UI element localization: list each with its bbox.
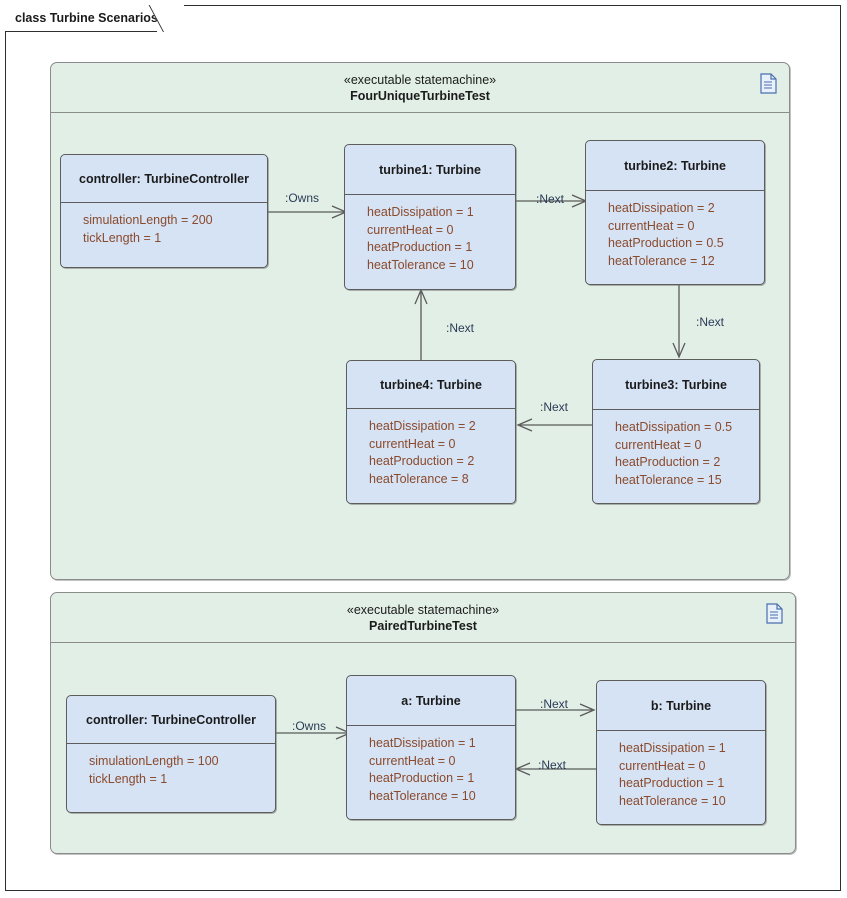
attribute-row: currentHeat = 0 (619, 758, 706, 773)
connector-next-turbineB-turbineA (514, 762, 598, 776)
object-attributes-turbine1: heatDissipation = 1 currentHeat = 0 heat… (345, 195, 515, 274)
package-stereotype: «executable statemachine» (346, 602, 500, 617)
connector-next-turbine3-turbine4 (516, 418, 594, 432)
object-name-turbine1: turbine1: Turbine (345, 145, 515, 195)
object-attributes-controller-1: simulationLength = 200 tickLength = 1 (61, 203, 267, 247)
attribute-row: heatTolerance = 12 (608, 253, 715, 268)
edge-label-next-3: :Next (540, 400, 569, 414)
attribute-row: currentHeat = 0 (369, 753, 456, 768)
frame-label-tab: class Turbine Scenarios (5, 5, 184, 31)
edge-label-owns-2: :Owns (292, 719, 327, 733)
connector-next-turbineA-turbineB (516, 703, 596, 717)
attribute-row: currentHeat = 0 (608, 218, 695, 233)
connector-next-turbine2-turbine3 (672, 283, 686, 359)
attribute-row: currentHeat = 0 (369, 436, 456, 451)
edge-label-next-5: :Next (540, 697, 569, 711)
object-controller-1[interactable]: controller: TurbineController simulation… (60, 154, 268, 268)
attribute-row: heatDissipation = 1 (367, 205, 474, 219)
edge-label-next-6: :Next (538, 758, 567, 772)
attribute-row: simulationLength = 100 (89, 754, 219, 768)
object-attributes-turbine-a: heatDissipation = 1 currentHeat = 0 heat… (347, 726, 515, 805)
object-name-turbine4: turbine4: Turbine (347, 361, 515, 409)
package-header: «executable statemachine» PairedTurbineT… (51, 593, 795, 643)
object-turbine-a[interactable]: a: Turbine heatDissipation = 1 currentHe… (346, 675, 516, 820)
frame-label-text: class Turbine Scenarios (15, 11, 158, 25)
package-title: FourUniqueTurbineTest (350, 88, 490, 103)
object-name-controller-1: controller: TurbineController (61, 155, 267, 203)
attribute-row: heatProduction = 0.5 (608, 236, 724, 250)
attribute-row: simulationLength = 200 (83, 213, 213, 227)
attribute-row: tickLength = 1 (83, 230, 162, 245)
attribute-row: heatDissipation = 0.5 (615, 420, 733, 434)
document-icon (760, 73, 777, 94)
object-turbine4[interactable]: turbine4: Turbine heatDissipation = 2 cu… (346, 360, 516, 504)
object-name-controller-2: controller: TurbineController (67, 696, 275, 744)
package-stereotype: «executable statemachine» (343, 72, 497, 87)
document-icon (766, 603, 783, 624)
object-name-turbine-b: b: Turbine (597, 681, 765, 731)
attribute-row: heatTolerance = 10 (369, 788, 476, 803)
object-attributes-turbine2: heatDissipation = 2 currentHeat = 0 heat… (586, 191, 764, 270)
connector-owns-controller1-turbine1 (268, 205, 348, 219)
object-controller-2[interactable]: controller: TurbineController simulation… (66, 695, 276, 813)
object-attributes-turbine-b: heatDissipation = 1 currentHeat = 0 heat… (597, 731, 765, 810)
attribute-row: heatDissipation = 2 (369, 419, 476, 433)
attribute-row: heatProduction = 1 (367, 240, 473, 254)
connector-next-turbine4-turbine1 (414, 290, 428, 362)
object-turbine2[interactable]: turbine2: Turbine heatDissipation = 2 cu… (585, 140, 765, 285)
object-attributes-turbine3: heatDissipation = 0.5 currentHeat = 0 he… (593, 410, 759, 489)
attribute-row: heatTolerance = 10 (619, 793, 726, 808)
attribute-row: heatProduction = 2 (369, 454, 475, 468)
attribute-row: heatDissipation = 1 (369, 736, 476, 750)
object-attributes-turbine4: heatDissipation = 2 currentHeat = 0 heat… (347, 409, 515, 488)
object-turbine1[interactable]: turbine1: Turbine heatDissipation = 1 cu… (344, 144, 516, 290)
attribute-row: heatTolerance = 10 (367, 257, 474, 272)
attribute-row: heatProduction = 1 (619, 776, 725, 790)
object-turbine-b[interactable]: b: Turbine heatDissipation = 1 currentHe… (596, 680, 766, 825)
attribute-row: heatDissipation = 2 (608, 201, 715, 215)
attribute-row: heatTolerance = 15 (615, 472, 722, 487)
object-name-turbine3: turbine3: Turbine (593, 360, 759, 410)
attribute-row: heatDissipation = 1 (619, 741, 726, 755)
attribute-row: currentHeat = 0 (367, 222, 454, 237)
object-name-turbine-a: a: Turbine (347, 676, 515, 726)
edge-label-owns-1: :Owns (285, 191, 320, 205)
frame-tab-underline (5, 31, 157, 32)
attribute-row: heatTolerance = 8 (369, 471, 469, 486)
edge-label-next-2: :Next (696, 315, 725, 329)
package-title: PairedTurbineTest (369, 618, 477, 633)
edge-label-next-4: :Next (446, 321, 475, 335)
attribute-row: tickLength = 1 (89, 771, 168, 786)
attribute-row: heatProduction = 1 (369, 771, 475, 785)
object-attributes-controller-2: simulationLength = 100 tickLength = 1 (67, 744, 275, 788)
object-name-turbine2: turbine2: Turbine (586, 141, 764, 191)
object-turbine3[interactable]: turbine3: Turbine heatDissipation = 0.5 … (592, 359, 760, 504)
edge-label-next-1: :Next (536, 192, 565, 206)
package-header: «executable statemachine» FourUniqueTurb… (51, 63, 789, 113)
attribute-row: currentHeat = 0 (615, 437, 702, 452)
attribute-row: heatProduction = 2 (615, 455, 721, 469)
